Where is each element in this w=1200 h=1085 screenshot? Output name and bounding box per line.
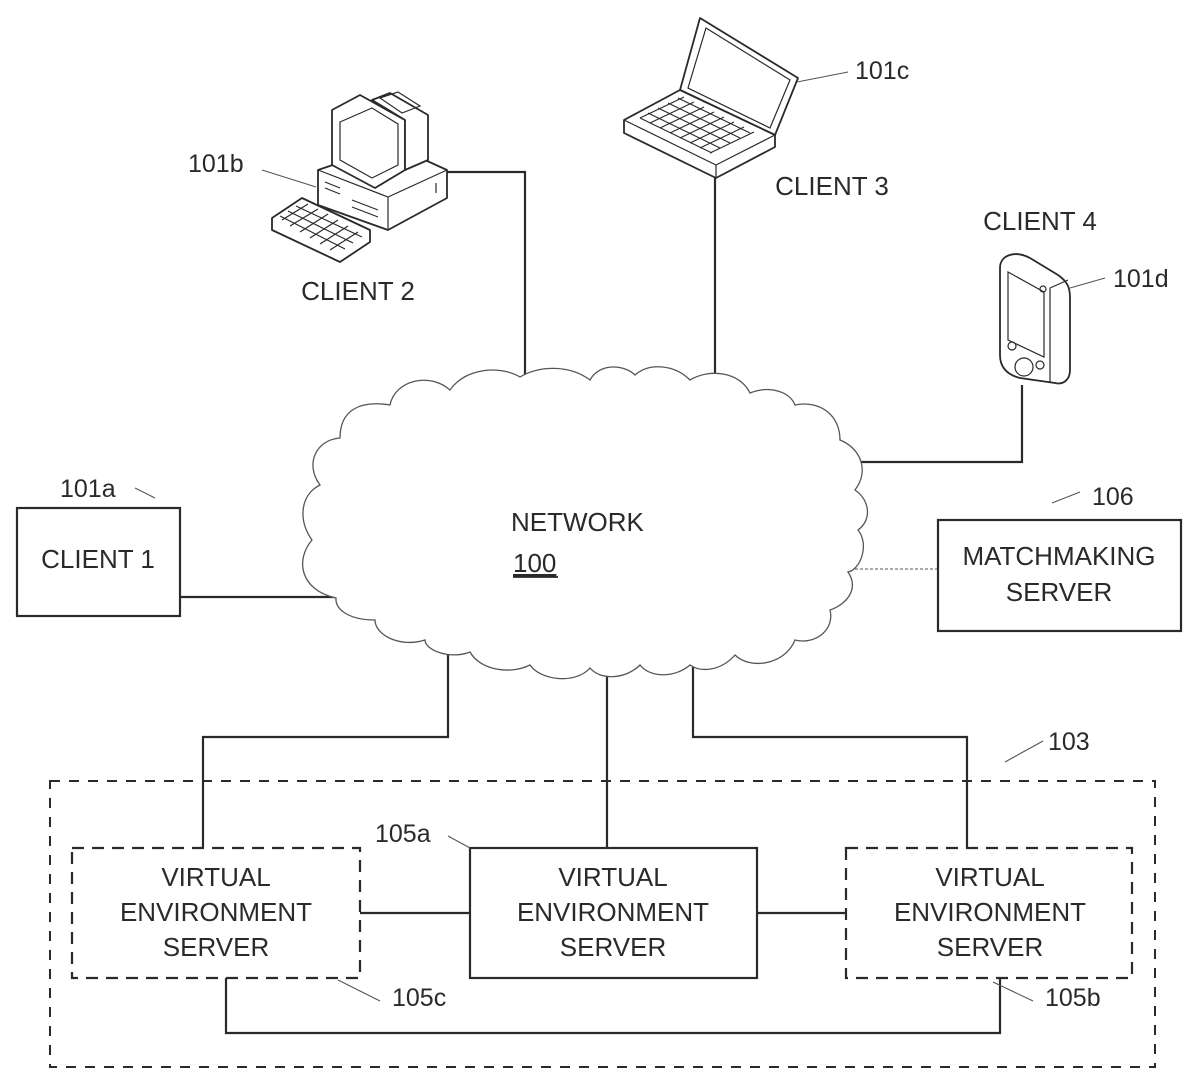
- desktop-computer-icon: [272, 92, 447, 262]
- leader-101c: [797, 72, 848, 82]
- virtual-server-105c-line3: SERVER: [163, 932, 269, 962]
- link-client4-network: [848, 385, 1022, 462]
- link-105c-105b: [226, 978, 1000, 1033]
- virtual-server-105a-ref: 105a: [375, 820, 431, 848]
- virtual-server-105a-line3: SERVER: [560, 932, 666, 962]
- leader-106: [1052, 492, 1080, 503]
- client-1-ref: 101a: [60, 475, 116, 503]
- client-2-label: CLIENT 2: [301, 276, 415, 306]
- network-cloud[interactable]: NETWORK 100: [303, 367, 868, 679]
- client-1[interactable]: CLIENT 1 101a: [17, 475, 180, 616]
- leader-103: [1005, 741, 1043, 762]
- virtual-server-105a-line2: ENVIRONMENT: [517, 897, 709, 927]
- matchmaking-server[interactable]: MATCHMAKING SERVER 106: [938, 483, 1181, 631]
- network-title: NETWORK: [511, 507, 645, 537]
- network-ref: 100: [513, 548, 556, 578]
- ref-103: 103: [1048, 728, 1090, 756]
- matchmaking-server-ref: 106: [1092, 483, 1134, 511]
- virtual-server-105c-line2: ENVIRONMENT: [120, 897, 312, 927]
- client-2[interactable]: CLIENT 2 101b: [188, 92, 447, 306]
- client-3-ref: 101c: [855, 57, 909, 85]
- matchmaking-server-line1: MATCHMAKING: [962, 541, 1155, 571]
- client-4[interactable]: CLIENT 4 101d: [983, 206, 1168, 383]
- virtual-server-105a[interactable]: VIRTUAL ENVIRONMENT SERVER 105a: [375, 820, 757, 978]
- virtual-server-105b-line2: ENVIRONMENT: [894, 897, 1086, 927]
- matchmaking-server-line2: SERVER: [1006, 577, 1112, 607]
- virtual-server-105c-ref: 105c: [392, 984, 446, 1012]
- leader-101d: [1070, 278, 1105, 288]
- virtual-server-105b-line3: SERVER: [937, 932, 1043, 962]
- laptop-icon: [624, 18, 798, 178]
- virtual-server-105b-line1: VIRTUAL: [935, 862, 1044, 892]
- link-client2-network: [447, 172, 525, 385]
- client-3[interactable]: CLIENT 3 101c: [624, 18, 909, 201]
- leader-101b: [262, 170, 316, 187]
- client-4-ref: 101d: [1113, 265, 1169, 293]
- virtual-server-105c[interactable]: VIRTUAL ENVIRONMENT SERVER 105c: [72, 848, 446, 1012]
- virtual-server-105a-line1: VIRTUAL: [558, 862, 667, 892]
- virtual-server-105c-line1: VIRTUAL: [161, 862, 270, 892]
- client-3-label: CLIENT 3: [775, 171, 889, 201]
- client-2-ref: 101b: [188, 150, 244, 178]
- client-1-label: CLIENT 1: [41, 544, 155, 574]
- link-network-server-105b: [693, 664, 967, 848]
- handheld-device-icon: [1000, 254, 1070, 383]
- leader-101a: [135, 488, 155, 498]
- leader-105a: [448, 836, 470, 848]
- leader-105c: [338, 980, 380, 1001]
- client-4-label: CLIENT 4: [983, 206, 1097, 236]
- matchmaking-server-box: [938, 520, 1181, 631]
- virtual-server-105b-ref: 105b: [1045, 984, 1101, 1012]
- virtual-server-105b[interactable]: VIRTUAL ENVIRONMENT SERVER 105b: [846, 848, 1132, 1012]
